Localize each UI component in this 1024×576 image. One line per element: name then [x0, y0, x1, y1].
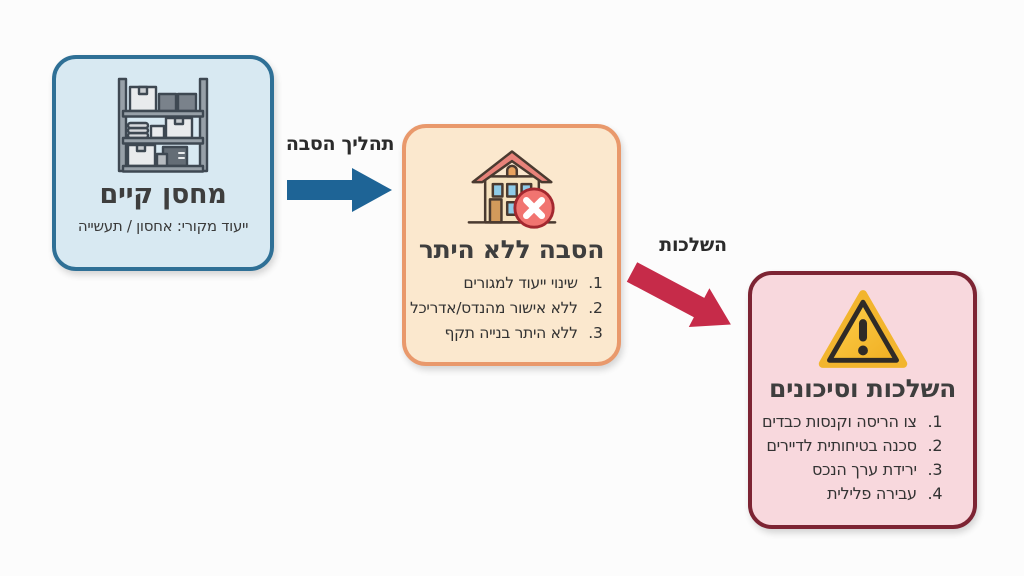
house-no-permit-icon	[464, 140, 560, 232]
conversion-box: הסבה ללא היתר שינוי ייעוד למגורים ללא אי…	[402, 124, 621, 366]
consequence-arrow-label: השלכות	[659, 234, 727, 256]
process-arrow	[287, 168, 392, 212]
warehouse-shelf-icon	[111, 75, 215, 175]
conversion-list-item: שינוי ייעוד למגורים	[410, 271, 584, 296]
warehouse-box: מחסן קיים ייעוד מקורי: אחסון / תעשייה	[52, 55, 274, 271]
conversion-list-item: ללא אישור מהנדס/אדריכל	[410, 296, 584, 321]
consequences-title: השלכות וסיכונים	[768, 374, 957, 403]
consequences-list-item: עבירה פלילית	[762, 482, 923, 506]
consequences-list: צו הריסה וקנסות כבדים סכנה בטיחותית לדיי…	[758, 410, 949, 506]
consequence-arrow	[626, 262, 731, 327]
consequences-list-item: צו הריסה וקנסות כבדים	[762, 410, 923, 434]
warehouse-subtitle: ייעוד מקורי: אחסון / תעשייה	[77, 217, 249, 236]
process-arrow-label: תהליך הסבה	[285, 133, 395, 155]
warehouse-title: מחסן קיים	[99, 179, 227, 210]
conversion-title: הסבה ללא היתר	[418, 235, 605, 264]
warning-triangle-icon	[818, 287, 908, 371]
conversion-list: שינוי ייעוד למגורים ללא אישור מהנדס/אדרי…	[406, 271, 610, 346]
consequences-list-item: סכנה בטיחותית לדיירים	[762, 434, 923, 458]
consequences-list-item: ירידת ערך הנכס	[762, 458, 923, 482]
conversion-list-item: ללא היתר בנייה תקף	[410, 321, 584, 346]
consequences-box: השלכות וסיכונים צו הריסה וקנסות כבדים סכ…	[748, 271, 977, 529]
